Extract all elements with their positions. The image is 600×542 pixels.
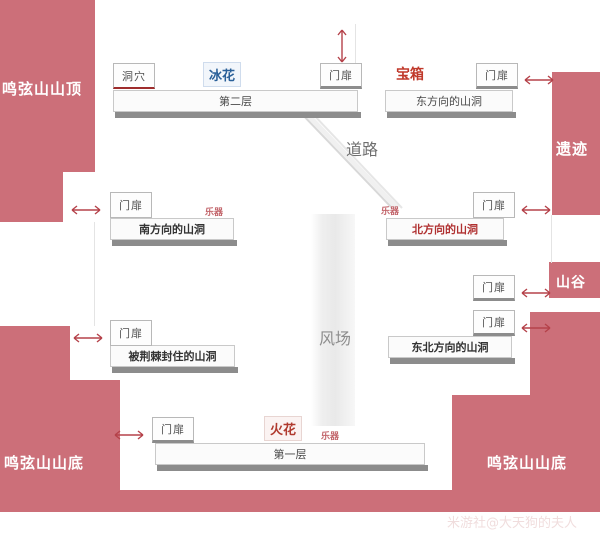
ledge-shadow [112,367,238,373]
item-tag-instrument-south[interactable]: 乐器 [205,208,224,218]
door-north-cave[interactable]: 门扉 [473,192,515,218]
watermark: 米游社@大天狗的夫人 [447,516,578,531]
door-valley-upper[interactable]: 门扉 [473,275,515,301]
ledge-shadow [115,112,361,118]
ledge-label-northeast-cave: 东北方向的山洞 [411,341,489,354]
terrain-base-left-b [0,380,120,490]
ledge-label-south-cave: 南方向的山洞 [139,223,205,236]
ledge-face: 北方向的山洞 [386,218,504,240]
item-tag-instrument-north[interactable]: 乐器 [381,207,400,217]
ledge-shadow [387,112,516,118]
divider-left-vertical [94,222,95,326]
ledge-thorn-sealed-cave[interactable]: 被荆棘封住的山洞 [110,345,238,373]
ledge-label-first-floor: 第一层 [273,448,307,461]
ledge-shadow [157,465,428,471]
ledge-shadow [112,240,237,246]
ledge-face: 第一层 [155,443,425,465]
divider-mid-vertical [355,24,356,88]
terrain-label-base-right: 鸣弦山山底 [487,454,568,472]
ledge-label-second-floor: 第二层 [219,95,252,108]
ledge-face: 被荆棘封住的山洞 [110,345,235,367]
ledge-northeast-cave[interactable]: 东北方向的山洞 [388,336,515,364]
item-tag-treasure-chest[interactable]: 宝箱 [396,67,424,83]
ledge-shadow [388,240,507,246]
terrain-peak-lower [0,172,63,222]
terrain-peak-upper [0,0,95,172]
terrain-label-peak: 鸣弦山山顶 [2,80,83,98]
terrain-label-ruins: 遗迹 [556,140,589,158]
terrain-ruins [552,72,600,215]
door-thorn-cave[interactable]: 门扉 [110,320,152,346]
terrain-valley [549,262,600,298]
arrow-base-to-first-floor [114,430,144,440]
item-tag-fire-flower[interactable]: 火花 [264,416,303,441]
ledge-first-floor[interactable]: 第一层 [155,443,428,471]
arrow-valley-lower [521,323,551,333]
ledge-face: 南方向的山洞 [110,218,234,240]
terrain-base-left-a [0,326,70,380]
cave-entrance[interactable]: 洞穴 [113,63,155,89]
divider-right-vertical [551,215,552,263]
terrain-label-base-left: 鸣弦山山底 [4,454,85,472]
ledge-second-floor[interactable]: 第二层 [113,90,361,118]
ledge-label-thorn-sealed-cave: 被荆棘封住的山洞 [128,350,217,363]
ledge-label-east-cave: 东方向的山洞 [416,95,482,108]
arrow-valley-upper [521,288,551,298]
ledge-label-north-cave: 北方向的山洞 [412,223,478,236]
ledge-shadow [390,358,515,364]
road-label: 道路 [346,140,379,159]
door-east-cave[interactable]: 门扉 [476,63,518,89]
ledge-east-cave[interactable]: 东方向的山洞 [385,90,516,118]
door-second-floor-right[interactable]: 门扉 [320,63,362,89]
wind-field-label: 风场 [319,329,352,348]
arrow-peak-to-second-floor [337,29,347,63]
arrow-base-to-thorn-cave [73,333,103,343]
door-south-cave[interactable]: 门扉 [110,192,152,218]
arrow-north-cave-to-ruins [521,205,551,215]
ledge-south-cave[interactable]: 南方向的山洞 [110,218,237,246]
terrain-label-valley: 山谷 [556,275,586,291]
ledge-north-cave[interactable]: 北方向的山洞 [386,218,507,246]
terrain-base-left-c [0,490,600,512]
door-first-floor-left[interactable]: 门扉 [152,417,194,443]
door-northeast-cave[interactable]: 门扉 [473,310,515,336]
item-tag-instrument-first[interactable]: 乐器 [321,432,340,442]
ledge-face: 东方向的山洞 [385,90,513,112]
arrow-peak-to-south-cave [71,205,101,215]
item-tag-ice-flower[interactable]: 冰花 [203,62,242,87]
terrain-base-right-b [530,312,600,395]
ledge-face: 东北方向的山洞 [388,336,512,358]
wind-field-column [311,214,355,426]
arrow-east-cave-to-ruins [524,75,554,85]
ledge-face: 第二层 [113,90,358,112]
terrain-base-right-c [452,395,600,492]
